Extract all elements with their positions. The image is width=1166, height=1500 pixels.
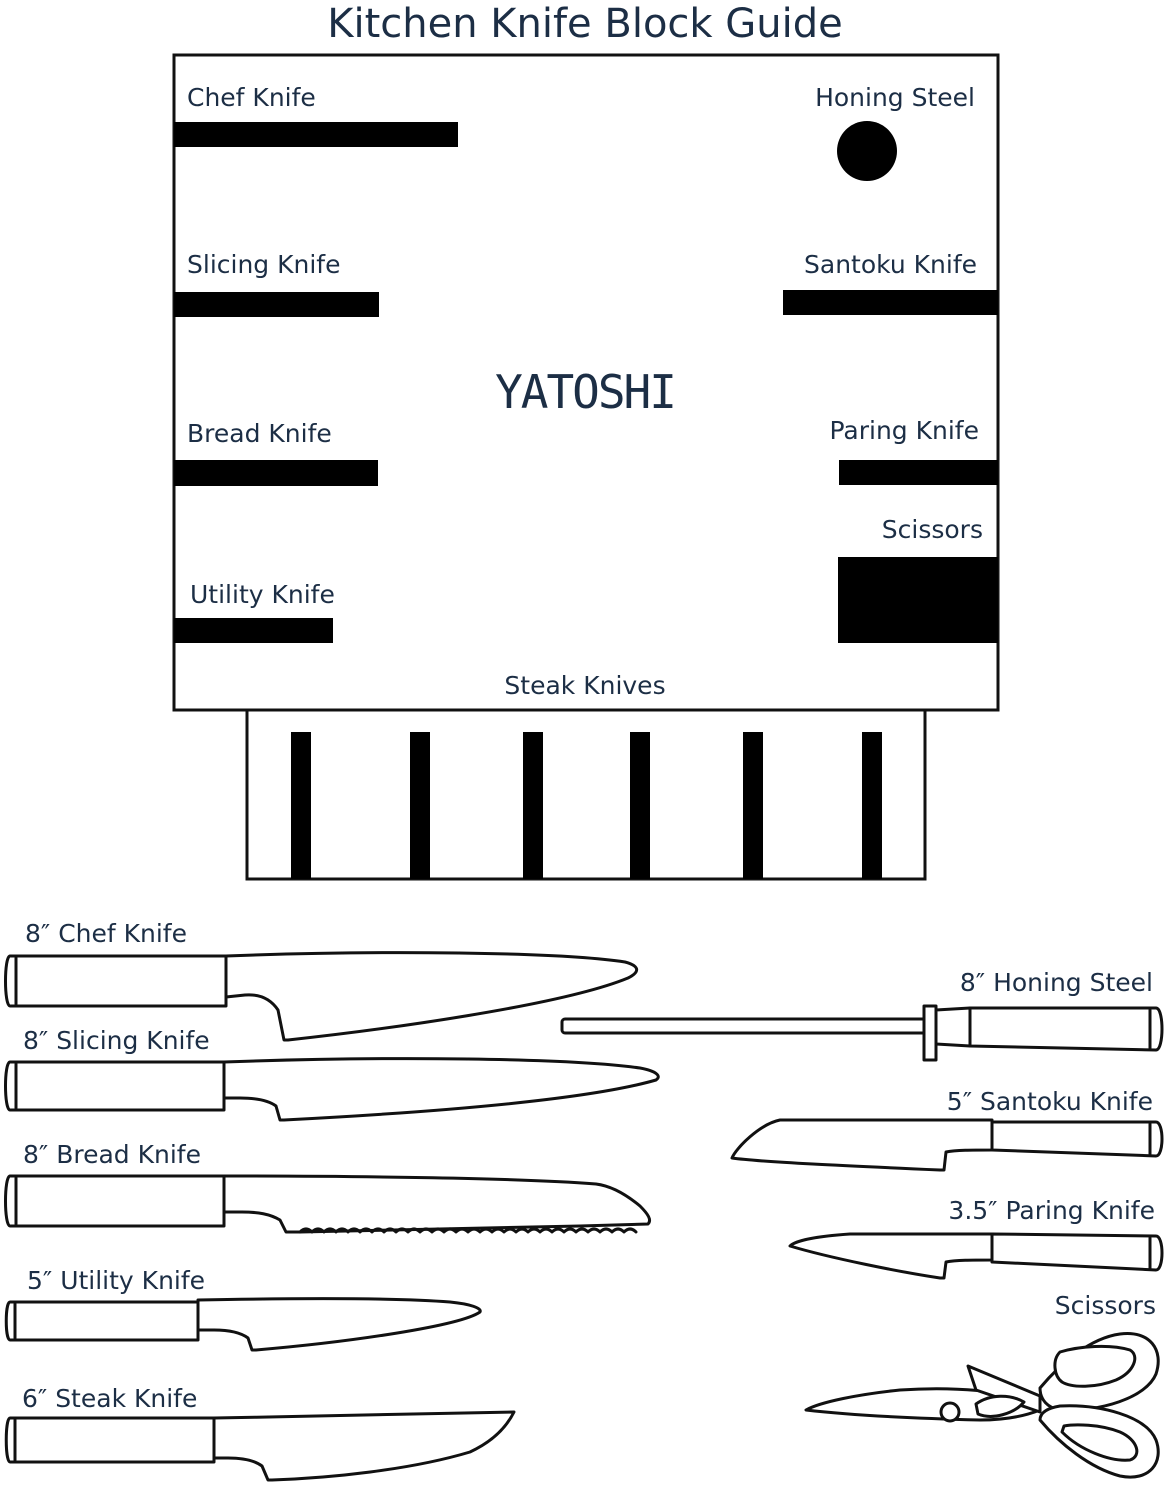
slot-label-utility: Utility Knife — [190, 580, 335, 609]
slot-santoku-knife — [783, 290, 998, 315]
tool-label-honing: 8″ Honing Steel — [960, 968, 1153, 997]
slot-chef-knife — [174, 122, 458, 147]
steak-slot — [291, 732, 311, 879]
tool-label-bread: 8″ Bread Knife — [23, 1140, 201, 1169]
slot-label-honing: Honing Steel — [815, 83, 975, 112]
slot-paring-knife — [839, 460, 998, 485]
steak-section-outline — [245, 708, 927, 881]
scissors-icon — [804, 1332, 1160, 1479]
steak-knife-icon — [4, 1410, 516, 1482]
tool-label-utility: 5″ Utility Knife — [27, 1266, 205, 1295]
brand-logo: YATOSHI — [495, 365, 675, 419]
slot-slicing-knife — [174, 292, 379, 317]
steak-slot — [410, 732, 430, 879]
slot-honing-steel — [837, 121, 897, 181]
slot-scissors — [838, 557, 998, 643]
bread-knife-icon — [4, 1174, 652, 1234]
slot-label-santoku: Santoku Knife — [804, 250, 977, 279]
slot-label-bread: Bread Knife — [187, 419, 332, 448]
slot-bread-knife — [174, 460, 378, 486]
steak-slot — [862, 732, 882, 879]
steak-slot — [743, 732, 763, 879]
slot-label-chef: Chef Knife — [187, 83, 316, 112]
chef-knife-icon — [4, 951, 639, 1042]
santoku-knife-icon — [730, 1118, 1164, 1172]
slot-utility-knife — [174, 618, 333, 643]
tool-label-steak: 6″ Steak Knife — [22, 1384, 197, 1413]
tool-label-paring: 3.5″ Paring Knife — [948, 1196, 1155, 1225]
paring-knife-icon — [788, 1232, 1164, 1280]
tool-label-scissors: Scissors — [1055, 1291, 1156, 1320]
tool-label-chef: 8″ Chef Knife — [25, 919, 187, 948]
knife-block-top: Chef Knife Honing Steel Slicing Knife Sa… — [172, 53, 1000, 712]
tool-label-slicing: 8″ Slicing Knife — [23, 1026, 210, 1055]
slot-label-scissors: Scissors — [882, 515, 983, 544]
page-title: Kitchen Knife Block Guide — [327, 1, 843, 47]
slot-label-paring: Paring Knife — [829, 416, 979, 445]
steak-slot — [630, 732, 650, 879]
utility-knife-icon — [4, 1297, 482, 1352]
slicing-knife-icon — [4, 1057, 660, 1122]
steak-knife-section — [245, 708, 927, 881]
honing-steel-icon — [560, 1004, 1164, 1062]
steak-slot — [523, 732, 543, 879]
slot-label-slicing: Slicing Knife — [187, 250, 340, 279]
slot-label-steak: Steak Knives — [504, 671, 665, 700]
tool-label-santoku: 5″ Santoku Knife — [947, 1087, 1153, 1116]
